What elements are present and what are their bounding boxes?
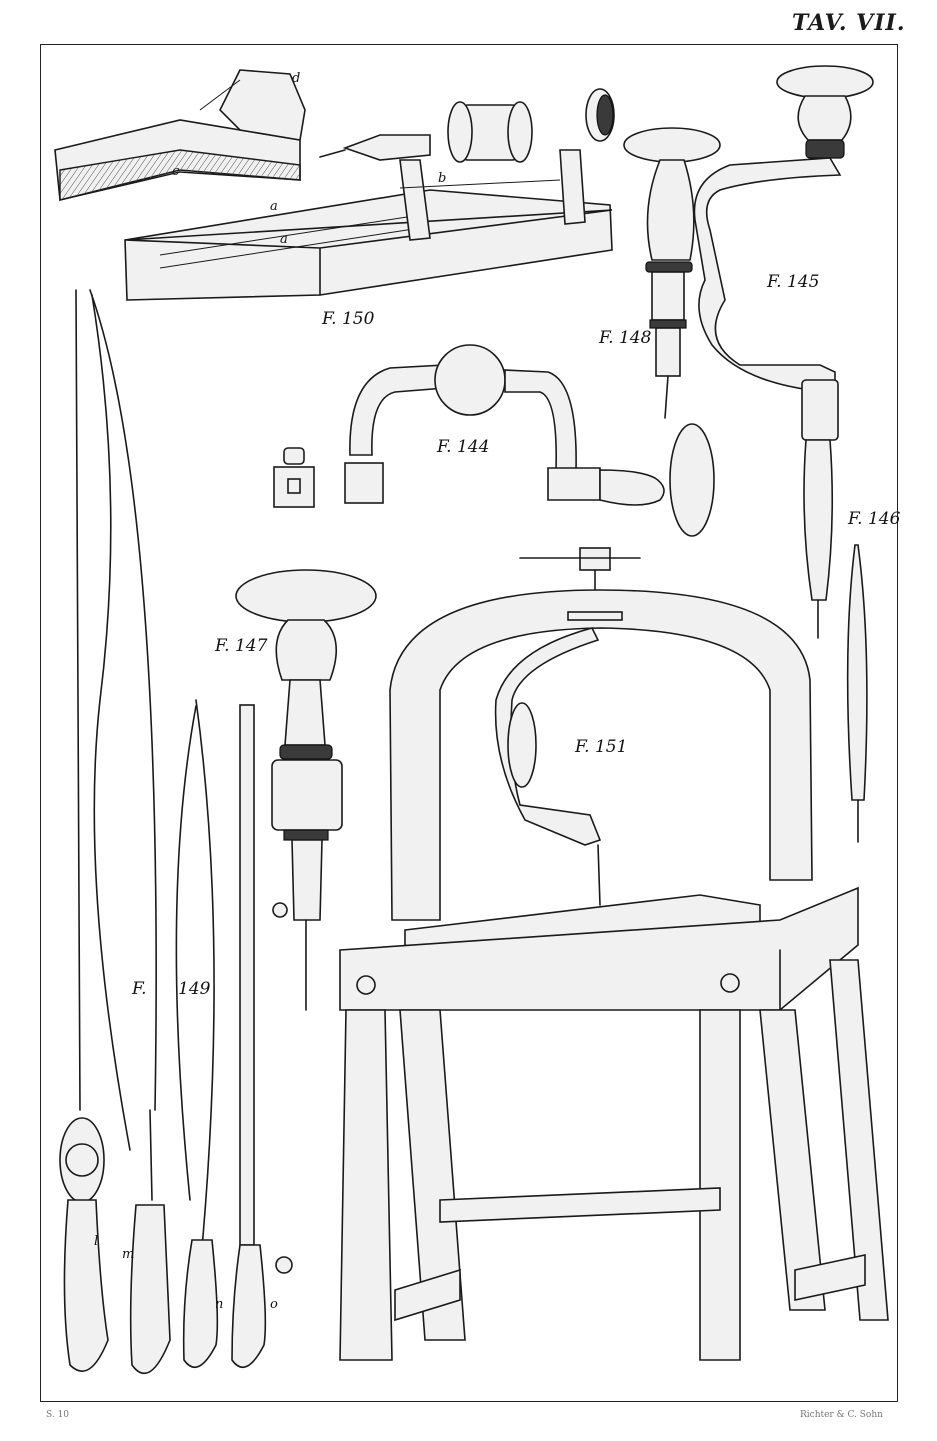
figure-150-drill-lathe xyxy=(54,69,615,301)
figure-150-letter-a1: a xyxy=(270,199,278,214)
figure-144-label: F. 144 xyxy=(436,437,489,457)
figure-148-label: F. 148 xyxy=(598,328,652,348)
figure-146-label: F. 146 xyxy=(847,509,901,529)
figure-145-brace xyxy=(693,65,874,639)
figure-149-letter-m: m xyxy=(122,1247,134,1262)
figure-147-label: F. 147 xyxy=(214,636,268,656)
figure-147-hand-drill xyxy=(235,569,377,1011)
figure-150-letter-b: b xyxy=(438,171,446,186)
figure-146-awl xyxy=(846,544,868,843)
figure-150-letter-c: c xyxy=(172,164,180,179)
figure-150-letter-d: d xyxy=(292,71,300,86)
figure-151-label: F. 151 xyxy=(574,737,627,757)
plate-title: TAV. VII. xyxy=(792,10,906,36)
plate-frame xyxy=(40,44,898,1402)
figure-151-drill-press xyxy=(339,547,889,1361)
figure-149-bow-drills xyxy=(59,289,293,1375)
footer-left: S. 10 xyxy=(46,1410,70,1420)
figure-149-letter-l: l xyxy=(94,1234,98,1249)
figure-149-letter-n: n xyxy=(215,1297,223,1312)
figure-150-letter-a2: a xyxy=(280,232,288,247)
footer-right: Richter & C. Sohn xyxy=(800,1410,883,1420)
figure-148-hand-drill xyxy=(623,127,721,419)
figure-149-letter-o: o xyxy=(270,1297,278,1312)
figure-150-label: F. 150 xyxy=(321,309,375,329)
figure-145-label: F. 145 xyxy=(766,272,819,292)
figure-149-number: 149 xyxy=(178,979,211,999)
figure-144-arched-brace xyxy=(273,344,715,537)
figure-149-prefix: F. xyxy=(131,979,147,999)
